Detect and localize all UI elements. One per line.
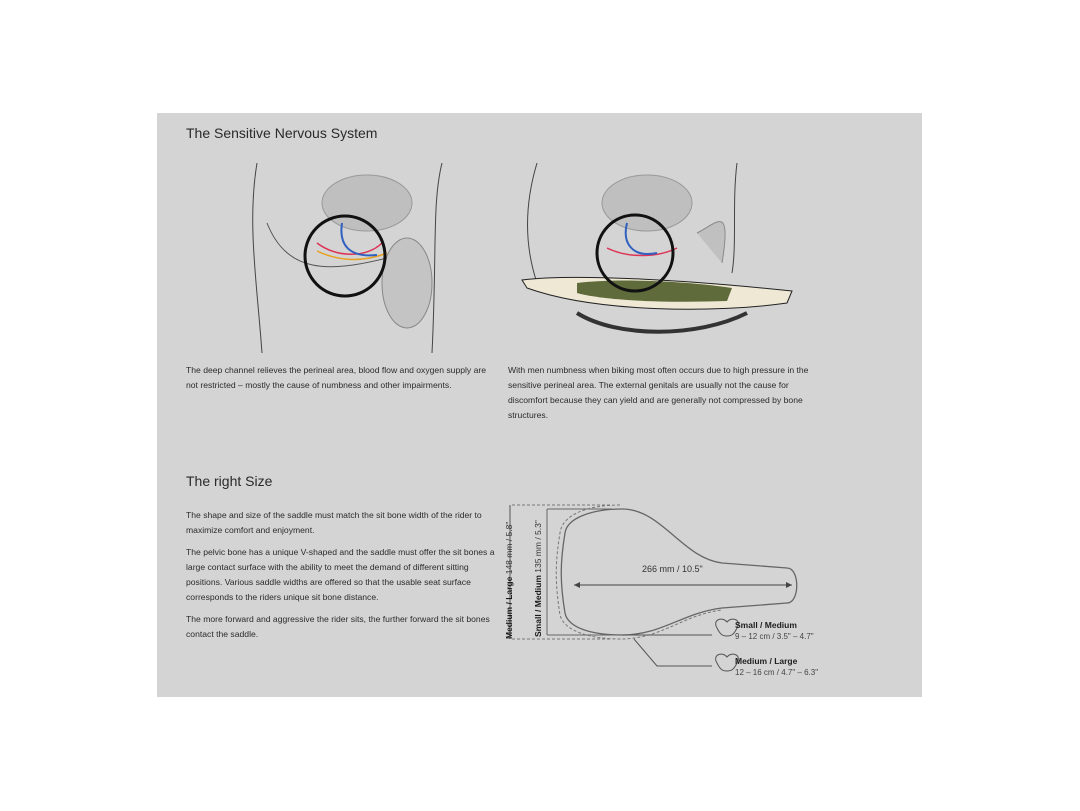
size-paragraph-2: The pelvic bone has a unique V-shaped an…: [186, 547, 495, 602]
width-sm-value: 135 mm / 5.3": [533, 520, 543, 573]
pelvis-icon-small: [715, 618, 739, 637]
size-paragraph-1: The shape and size of the saddle must ma…: [186, 510, 482, 535]
size-name: Small / Medium: [735, 620, 797, 630]
width-sm-name: Small / Medium: [533, 575, 543, 637]
section-title-right-size: The right Size: [186, 473, 273, 489]
pelvis-icon-large: [715, 653, 739, 672]
size-range: 9 – 12 cm / 3.5" – 4.7": [735, 632, 814, 641]
width-ml-value: 148 mm / 5.8": [504, 521, 514, 575]
infographic-panel: The Sensitive Nervous System The deep ch…: [157, 113, 922, 697]
anatomy-illustration-left: [252, 163, 443, 354]
nervous-system-right-text: With men numbness when biking most often…: [508, 365, 809, 420]
size-medium-large: Medium / Large 12 – 16 cm / 4.7" – 6.3": [735, 656, 818, 678]
size-name: Medium / Large: [735, 656, 798, 666]
size-range: 12 – 16 cm / 4.7" – 6.3": [735, 668, 819, 677]
width-small-medium-label: Small / Medium 135 mm / 5.3": [533, 520, 543, 637]
size-small-medium: Small / Medium 9 – 12 cm / 3.5" – 4.7": [735, 620, 814, 642]
width-ml-name: Medium / Large: [504, 576, 514, 639]
saddle-outline-diagram: [509, 504, 798, 672]
section-title-nervous-system: The Sensitive Nervous System: [186, 125, 378, 141]
size-paragraph-3: The more forward and aggressive the ride…: [186, 614, 490, 639]
saddle-length-label: 266 mm / 10.5": [638, 564, 707, 574]
width-medium-large-label: Medium / Large 148 mm / 5.8": [504, 522, 514, 639]
anatomy-saddle-illustration-right: [521, 163, 793, 334]
nervous-system-left-text: The deep channel relieves the perineal a…: [186, 365, 487, 390]
